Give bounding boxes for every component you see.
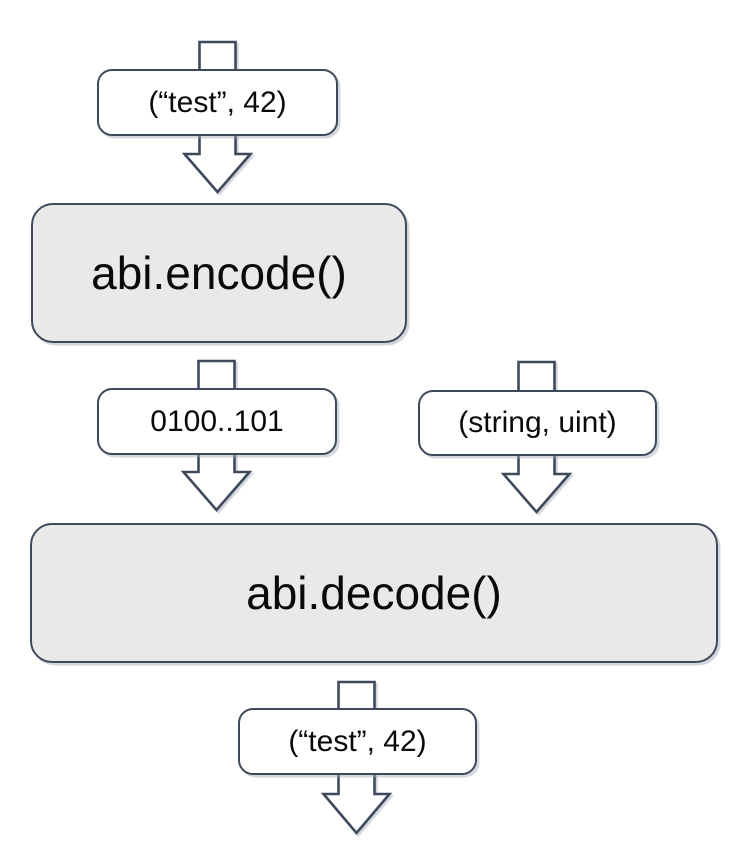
abi-encode-box: abi.encode() xyxy=(31,203,407,343)
types-tuple-text: (string, uint) xyxy=(458,406,617,439)
types-tuple-label: (string, uint) xyxy=(418,390,657,456)
input-tuple-label: (“test”, 42) xyxy=(97,69,338,136)
abi-decode-box: abi.decode() xyxy=(30,523,718,663)
abi-encode-text: abi.encode() xyxy=(91,247,347,299)
encoded-bytes-label: 0100..101 xyxy=(97,388,337,455)
input-tuple-text: (“test”, 42) xyxy=(148,85,287,119)
output-tuple-label: (“test”, 42) xyxy=(238,708,477,775)
abi-decode-text: abi.decode() xyxy=(246,567,502,619)
output-tuple-text: (“test”, 42) xyxy=(288,724,427,758)
encoded-bytes-text: 0100..101 xyxy=(150,404,284,438)
